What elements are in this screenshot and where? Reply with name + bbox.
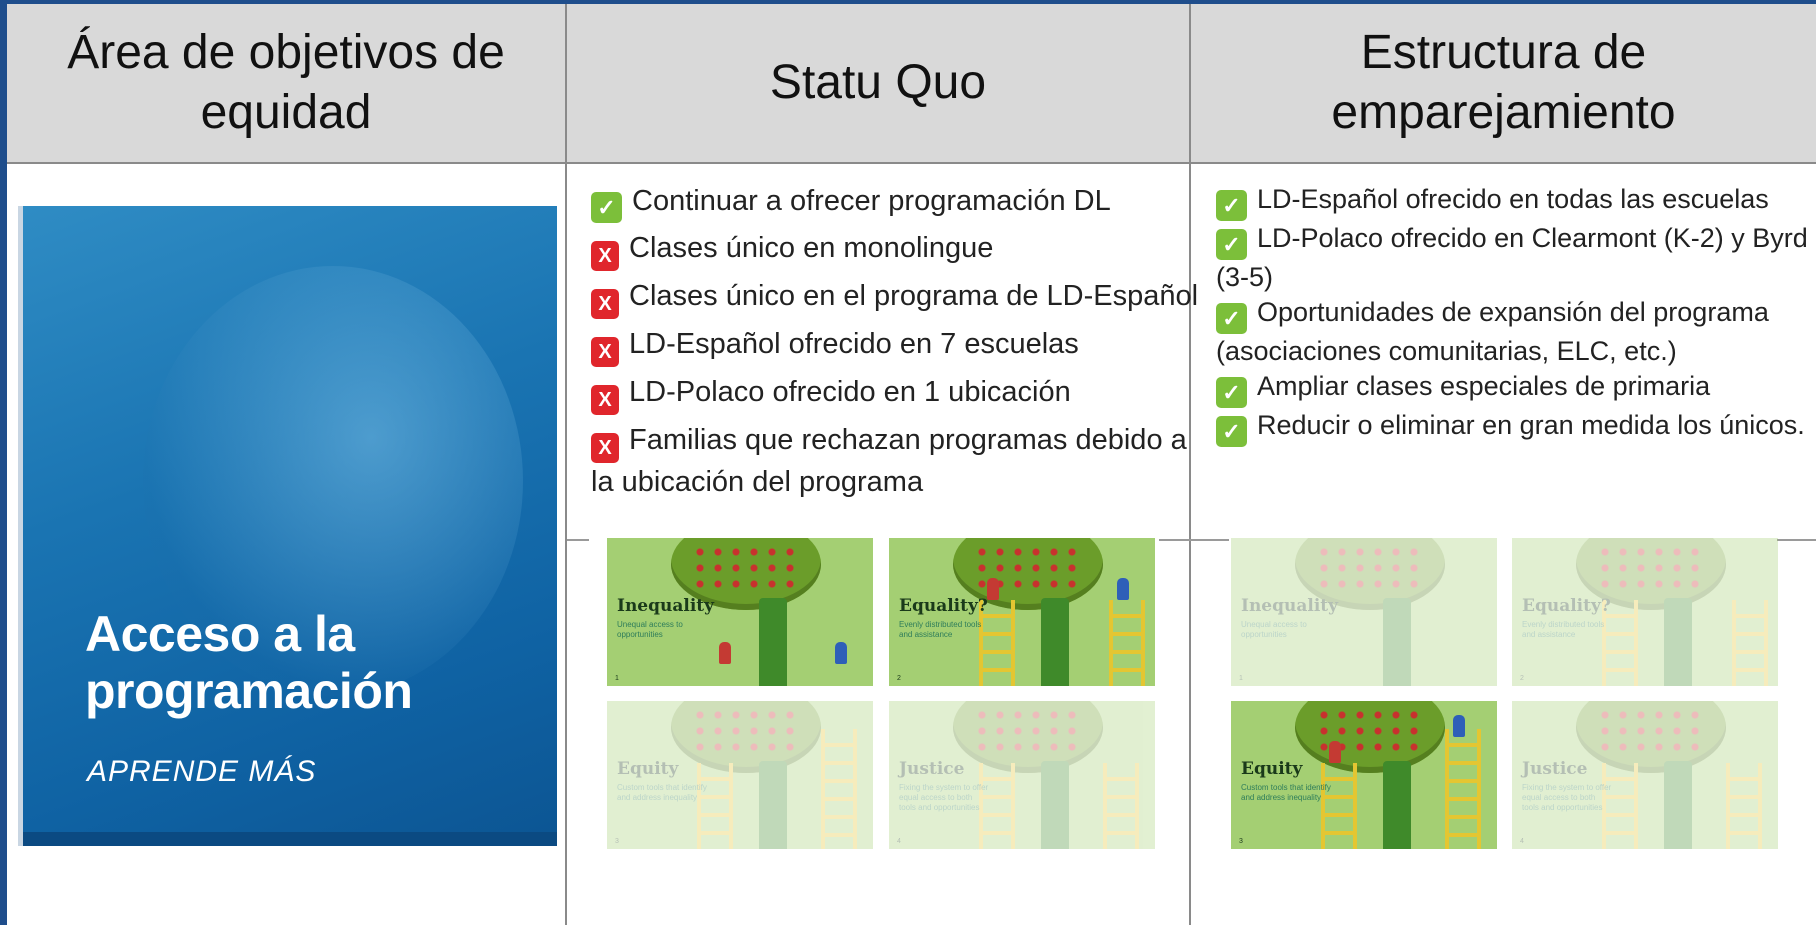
card-number: 1 xyxy=(1239,675,1243,682)
programming-access-promo[interactable]: Acceso a la programación APRENDE MÁS xyxy=(18,206,557,846)
card-subtitle: Unequal access to opportunities xyxy=(617,620,683,639)
card-subtitle: Evenly distributed tools and assistance xyxy=(1522,620,1605,639)
list-item: ✓Oportunidades de expansión del programa… xyxy=(1216,297,1769,366)
equity-card: Equity Custom tools that identify and ad… xyxy=(1231,701,1497,849)
list-item: ✓Continuar a ofrecer programación DL xyxy=(591,182,1201,223)
learn-more-link[interactable]: APRENDE MÁS xyxy=(87,755,317,788)
card-title: Equity xyxy=(617,759,679,779)
card-number: 3 xyxy=(1239,838,1243,845)
check-icon: ✓ xyxy=(1216,416,1247,447)
card-title: Inequality xyxy=(1241,596,1339,616)
list-item: ✓LD-Polaco ofrecido en Clearmont (K-2) y… xyxy=(1216,223,1808,292)
card-title: Equality? xyxy=(899,596,988,616)
divider xyxy=(1777,539,1816,541)
list-item: ✓Reducir o eliminar en gran medida los ú… xyxy=(1216,408,1816,447)
card-title: Inequality xyxy=(617,596,715,616)
card-subtitle: Custom tools that identify and address i… xyxy=(1241,783,1331,802)
column-divider xyxy=(1189,4,1191,925)
equality-card: Equality? Evenly distributed tools and a… xyxy=(889,538,1155,686)
card-title: Justice xyxy=(1522,759,1588,779)
pairing-structure-list: ✓LD-Español ofrecido en todas las escuel… xyxy=(1216,182,1816,447)
card-subtitle: Evenly distributed tools and assistance xyxy=(899,620,982,639)
card-number: 4 xyxy=(1520,838,1524,845)
inequality-card: Inequality Unequal access to opportuniti… xyxy=(607,538,873,686)
check-icon: ✓ xyxy=(1216,190,1247,221)
check-icon: ✓ xyxy=(1216,229,1247,260)
inequality-card: Inequality Unequal access to opportuniti… xyxy=(1231,538,1497,686)
justice-card: Justice Fixing the system to offer equal… xyxy=(889,701,1155,849)
header-status-quo-label: Statu Quo xyxy=(769,56,987,109)
student-photo xyxy=(143,266,523,696)
divider xyxy=(1159,539,1229,541)
card-subtitle: Unequal access to opportunities xyxy=(1241,620,1307,639)
equality-card: Equality? Evenly distributed tools and a… xyxy=(1512,538,1778,686)
divider xyxy=(567,539,589,541)
column-divider xyxy=(565,4,567,925)
promo-title: Acceso a la programación xyxy=(85,606,413,719)
card-number: 4 xyxy=(897,838,901,845)
card-number: 1 xyxy=(615,675,619,682)
check-icon: ✓ xyxy=(591,192,622,223)
x-mark-icon: X xyxy=(591,337,619,367)
equity-table: Área de objetivos de equidad Statu Quo E… xyxy=(7,4,1816,925)
x-mark-icon: X xyxy=(591,241,619,271)
x-mark-icon: X xyxy=(591,385,619,415)
card-subtitle: Fixing the system to offer equal access … xyxy=(1522,783,1612,812)
check-icon: ✓ xyxy=(1216,303,1247,334)
card-number: 3 xyxy=(615,838,619,845)
card-title: Justice xyxy=(899,759,965,779)
promo-footer-bar xyxy=(23,832,557,846)
equity-card: Equity Custom tools that identify and ad… xyxy=(607,701,873,849)
card-subtitle: Custom tools that identify and address i… xyxy=(617,783,707,802)
card-title: Equality? xyxy=(1522,596,1611,616)
list-item: ✓Ampliar clases especiales de primaria xyxy=(1216,369,1816,408)
x-mark-icon: X xyxy=(591,289,619,319)
header-pairing-structure: Estructura de emparejamiento xyxy=(1191,4,1816,162)
header-pairing-structure-label: Estructura de emparejamiento xyxy=(1331,26,1676,139)
list-item: ✓LD-Español ofrecido en todas las escuel… xyxy=(1216,182,1816,221)
header-equity-area: Área de objetivos de equidad xyxy=(7,4,565,162)
header-status-quo: Statu Quo xyxy=(567,4,1189,162)
card-number: 2 xyxy=(897,675,901,682)
card-number: 2 xyxy=(1520,675,1524,682)
header-divider xyxy=(7,162,1816,164)
check-icon: ✓ xyxy=(1216,377,1247,408)
card-title: Equity xyxy=(1241,759,1303,779)
justice-card: Justice Fixing the system to offer equal… xyxy=(1512,701,1778,849)
header-equity-area-label: Área de objetivos de equidad xyxy=(67,26,505,139)
x-mark-icon: X xyxy=(591,433,619,463)
card-subtitle: Fixing the system to offer equal access … xyxy=(899,783,989,812)
